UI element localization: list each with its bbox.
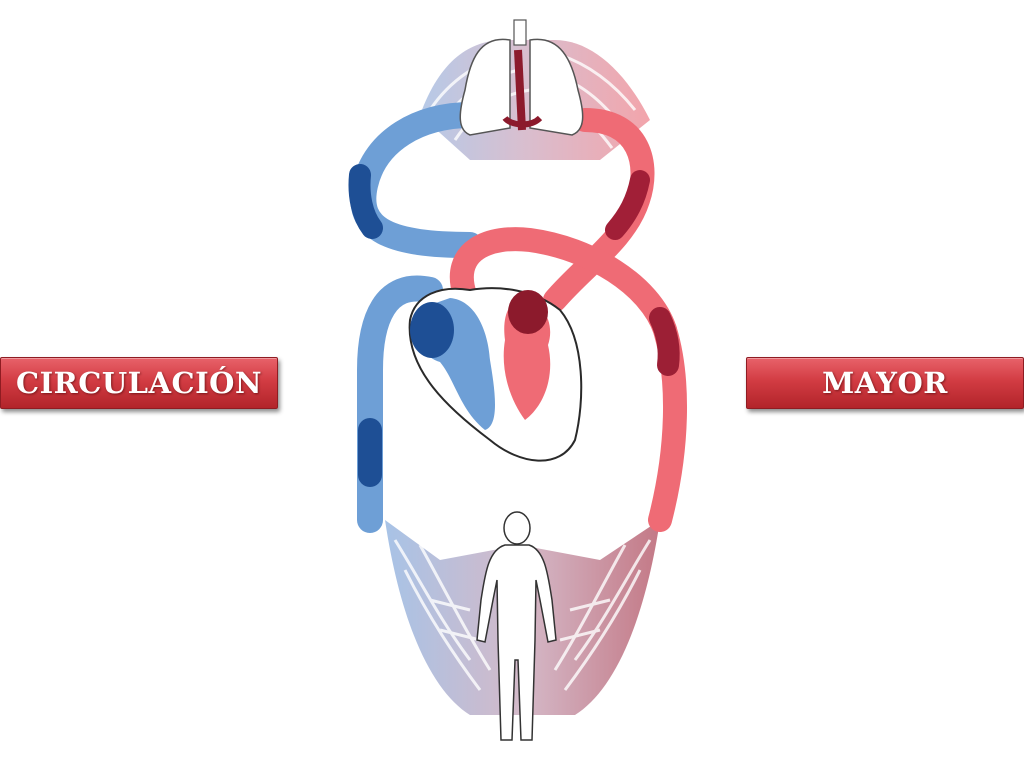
circulacion-label-box: CIRCULACIÓN bbox=[0, 357, 278, 409]
circulacion-label: CIRCULACIÓN bbox=[16, 366, 262, 400]
lungs-icon bbox=[459, 19, 584, 136]
mayor-label-box: MAYOR bbox=[746, 357, 1024, 409]
aortic-arch bbox=[449, 227, 677, 342]
vena-cava bbox=[357, 275, 443, 533]
human-body-icon bbox=[476, 511, 557, 741]
mayor-label: MAYOR bbox=[822, 366, 948, 400]
